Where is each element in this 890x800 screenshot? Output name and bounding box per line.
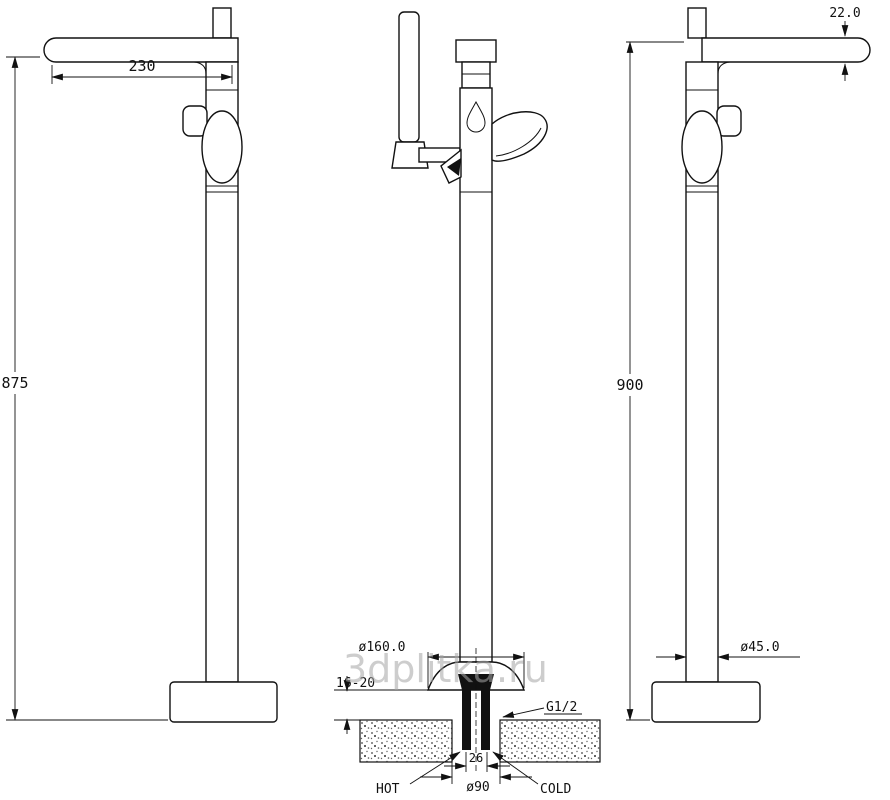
handle-knob-side xyxy=(182,105,208,137)
watermark-text: 3dplitka.ru xyxy=(343,647,548,691)
hot-supply-pipe xyxy=(462,690,471,750)
dim-hole-dia-label: ø90 xyxy=(466,780,489,795)
dim-pipe-spacing: 26 xyxy=(444,751,510,772)
dim-height-875: 875 xyxy=(1,56,168,721)
cold-label: COLD xyxy=(540,782,571,797)
hand-shower-wand xyxy=(398,11,420,143)
floor-section-left xyxy=(359,719,453,763)
dim-pipe-spacing-label: 26 xyxy=(469,751,483,765)
dim-spout-thickness-label: 22.0 xyxy=(829,6,860,21)
dim-height-900-label: 900 xyxy=(616,376,643,394)
dim-height-875-label: 875 xyxy=(1,374,28,392)
dim-hole-dia: ø90 xyxy=(420,762,532,795)
callout-cold: COLD xyxy=(492,751,571,797)
spout-fillet xyxy=(193,61,207,75)
front-view: ø160.0 16-20 G1/2 26 xyxy=(334,11,601,797)
left-side-view: 230 875 xyxy=(1,7,278,723)
base-plinth-side xyxy=(169,681,278,723)
column-top-cap xyxy=(455,39,497,63)
callout-hot: HOT xyxy=(376,751,461,797)
dim-column-dia: ø45.0 xyxy=(656,640,800,661)
dim-height-900: 900 xyxy=(616,41,684,721)
shower-holder-stub xyxy=(687,7,707,39)
lever-handle-edge xyxy=(495,127,542,157)
spout-side xyxy=(43,37,239,63)
thread-label: G1/2 xyxy=(546,700,577,715)
column-neck xyxy=(461,61,491,89)
handle-knob-side xyxy=(716,105,742,137)
diverter-spray-dark xyxy=(447,158,461,176)
dim-floor-gap: 16-20 xyxy=(334,676,428,734)
dim-flange-dia: ø160.0 xyxy=(359,640,525,688)
callout-thread: G1/2 xyxy=(502,700,582,718)
cold-supply-pipe xyxy=(481,690,490,750)
dim-flange-dia-label: ø160.0 xyxy=(359,640,406,655)
dim-floor-gap-label: 16-20 xyxy=(336,676,375,691)
handle-oval-side xyxy=(201,110,243,184)
handle-oval-side xyxy=(681,110,723,184)
dim-spout-reach: 230 xyxy=(51,57,233,84)
floor-section-right xyxy=(499,719,601,763)
lever-handle xyxy=(491,111,548,162)
right-side-view: 900 22.0 ø45.0 xyxy=(616,6,871,723)
water-drop-icon xyxy=(466,100,486,133)
dim-spout-reach-label: 230 xyxy=(128,57,155,75)
shower-holder-stub xyxy=(212,7,232,39)
column-front xyxy=(459,87,493,663)
supply-elbow xyxy=(458,674,494,690)
dim-spout-thickness: 22.0 xyxy=(829,6,861,81)
dim-column-dia-label: ø45.0 xyxy=(740,640,779,655)
spout-fillet xyxy=(717,61,731,75)
hot-label: HOT xyxy=(376,782,400,797)
spout-side xyxy=(701,37,871,63)
base-plinth-side xyxy=(651,681,761,723)
